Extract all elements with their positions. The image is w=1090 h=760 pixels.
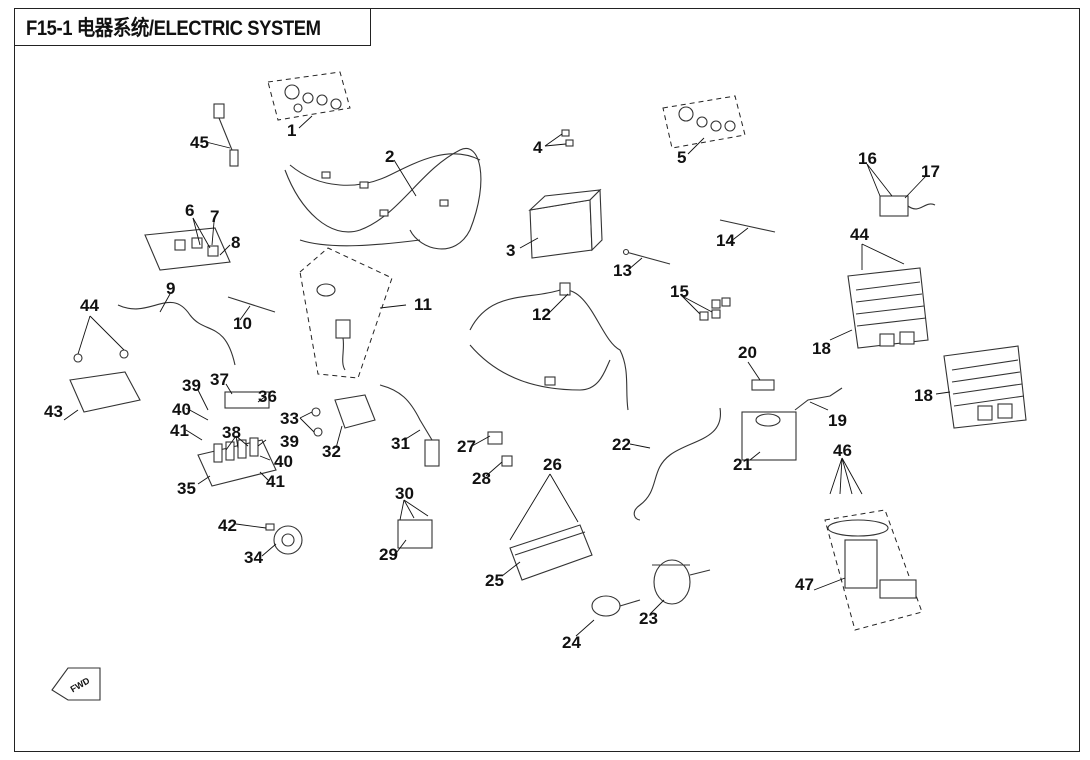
part-20-21-starter-relay (741, 379, 797, 461)
part-6-8-fuse-box (144, 227, 231, 271)
part-43-44-ecu-bracket (69, 349, 141, 413)
callout-17: 17 (921, 162, 940, 181)
part-19-bracket (794, 387, 843, 411)
callout-13: 13 (613, 261, 632, 280)
callout-8: 8 (231, 233, 240, 252)
callout-40b: 40 (274, 452, 293, 471)
part-18-regulator-upper (847, 267, 929, 349)
callout-7: 7 (210, 207, 219, 226)
callout-18b: 18 (914, 386, 933, 405)
callout-19: 19 (828, 411, 847, 430)
part-10-rod (227, 296, 276, 313)
callout-38: 38 (222, 423, 241, 442)
leader-lines (63, 115, 951, 637)
callout-30: 30 (395, 484, 414, 503)
callout-14: 14 (716, 231, 735, 250)
callout-29: 29 (379, 545, 398, 564)
fwd-arrow-icon: FWD (51, 667, 101, 701)
callout-40a: 40 (172, 400, 191, 419)
callout-34: 34 (244, 548, 263, 567)
part-32-33-ignition-coil (311, 394, 376, 437)
callout-42: 42 (218, 516, 237, 535)
callout-41a: 41 (170, 421, 189, 440)
callout-6: 6 (185, 201, 194, 220)
callout-23: 23 (639, 609, 658, 628)
callout-35: 35 (177, 479, 196, 498)
callout-45: 45 (190, 133, 209, 152)
callout-12: 12 (532, 305, 551, 324)
callout-41b: 41 (266, 472, 285, 491)
callout-43: 43 (44, 402, 63, 421)
part-14-rod (719, 219, 776, 233)
callout-44b: 44 (850, 225, 869, 244)
part-1-connector-kit (267, 71, 351, 121)
part-46-47-fuel-pump (824, 509, 923, 631)
callout-36: 36 (258, 387, 277, 406)
part-2-main-wire-harness (284, 147, 482, 250)
callout-28: 28 (472, 469, 491, 488)
callout-47: 47 (795, 575, 814, 594)
part-16-17-sensor (879, 195, 936, 217)
callout-18a: 18 (812, 339, 831, 358)
title-box: F15-1 电器系统/ELECTRIC SYSTEM (14, 8, 371, 46)
callouts: 1 2 3 4 5 6 7 8 9 10 11 12 13 14 15 16 1… (44, 121, 940, 652)
callout-27: 27 (457, 437, 476, 456)
callout-11: 11 (414, 295, 432, 314)
part-4-bolts (561, 129, 574, 147)
part-12-wire-harness (469, 282, 629, 411)
callout-31: 31 (391, 434, 410, 453)
callout-33: 33 (280, 409, 299, 428)
callout-32: 32 (322, 442, 341, 461)
callout-39a: 39 (182, 376, 201, 395)
callout-10: 10 (233, 314, 252, 333)
callout-20: 20 (738, 343, 757, 362)
part-45-sensor (213, 103, 239, 167)
callout-44a: 44 (80, 296, 99, 315)
callout-3: 3 (506, 241, 515, 260)
callout-1: 1 (287, 121, 296, 140)
part-9-wire (117, 301, 236, 366)
part-31-spark-cap (379, 384, 440, 467)
callout-24: 24 (562, 633, 581, 652)
callout-2: 2 (385, 147, 394, 166)
part-18-regulator-lower (943, 345, 1027, 429)
part-3-battery (528, 188, 603, 259)
part-11-ignition-switch (299, 247, 393, 379)
part-35-41-fuse-relay-box (197, 391, 277, 487)
callout-9: 9 (166, 279, 175, 298)
callout-39b: 39 (280, 432, 299, 451)
part-27-28-relays (487, 431, 513, 467)
part-15-clips (699, 297, 731, 321)
callout-37: 37 (210, 370, 229, 389)
part-34-42-horn (265, 523, 303, 555)
callout-25: 25 (485, 571, 504, 590)
callout-15: 15 (670, 282, 689, 301)
part-25-26-ecu (509, 524, 593, 581)
callout-4: 4 (533, 138, 543, 157)
callout-16: 16 (858, 149, 877, 168)
callout-21: 21 (733, 455, 752, 474)
page-title: F15-1 电器系统/ELECTRIC SYSTEM (26, 16, 321, 40)
callout-5: 5 (677, 148, 686, 167)
callout-26: 26 (543, 455, 562, 474)
part-13-rod (622, 248, 671, 265)
part-22-wire (633, 407, 721, 521)
callout-46: 46 (833, 441, 852, 460)
part-23-24-fuel-pump-parts (591, 559, 711, 617)
callout-22: 22 (612, 435, 631, 454)
part-5-connector-kit (662, 95, 746, 149)
drawing-frame (14, 8, 1080, 752)
